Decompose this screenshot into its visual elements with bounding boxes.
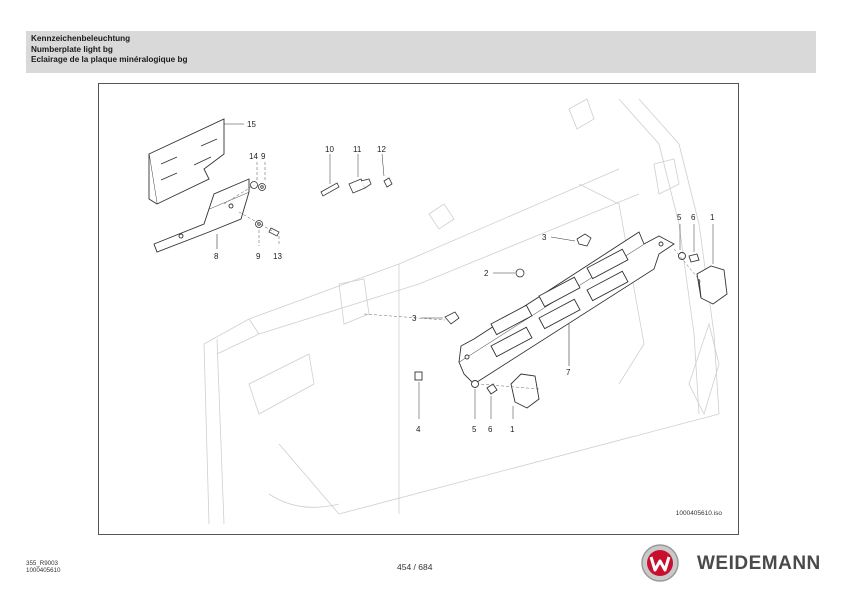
label-3-top: 3 xyxy=(542,233,547,242)
parts-illustration: 15 14 9 10 11 12 8 9 13 3 2 3 5 6 1 7 4 … xyxy=(148,98,728,525)
label-11: 11 xyxy=(353,145,362,154)
title-french: Eclairage de la plaque minéralogique bg xyxy=(31,55,188,64)
exploded-view-drawing: 15 14 9 10 11 12 8 9 13 3 2 3 5 6 1 7 4 … xyxy=(98,83,739,535)
label-15: 15 xyxy=(247,120,256,129)
label-8: 8 xyxy=(214,252,219,261)
label-6-bottom: 6 xyxy=(488,425,493,434)
brand-logo: WEIDEMANN xyxy=(640,543,820,583)
washer-nut-set xyxy=(250,181,280,237)
title-english: Numberplate light bg xyxy=(31,44,113,54)
label-13: 13 xyxy=(273,252,282,261)
label-5-right: 5 xyxy=(677,213,682,222)
bracket-8 xyxy=(153,178,250,253)
weidemann-logo-icon xyxy=(641,544,679,582)
clips-and-clamp xyxy=(444,233,592,325)
header-bar: Kennzeichenbeleuchtung Numberplate light… xyxy=(26,31,816,73)
lamp-right xyxy=(678,252,728,305)
footer-code: 355_R9003 1000405610 xyxy=(26,560,60,575)
label-5-bottom: 5 xyxy=(472,425,477,434)
mounting-plate-7 xyxy=(458,231,675,385)
part-number-labels: 15 14 9 10 11 12 8 9 13 3 2 3 5 6 1 7 4 … xyxy=(214,120,715,434)
label-2: 2 xyxy=(484,269,489,278)
page-number: 454 / 684 xyxy=(397,562,433,572)
label-7: 7 xyxy=(566,368,571,377)
label-14: 14 xyxy=(249,152,258,161)
machine-frame-outline xyxy=(203,98,720,525)
label-9-top: 9 xyxy=(261,152,266,161)
lamp-left xyxy=(414,371,540,409)
label-9-bottom: 9 xyxy=(256,252,261,261)
label-6-right: 6 xyxy=(691,213,696,222)
label-1-right: 1 xyxy=(710,213,715,222)
footer-code-line-1: 355_R9003 xyxy=(26,560,58,567)
label-3-bottom: 3 xyxy=(412,314,417,323)
connector-parts xyxy=(320,177,393,197)
title-german: Kennzeichenbeleuchtung xyxy=(31,34,131,43)
drawing-id: 1000405610.iso xyxy=(675,510,722,517)
label-4: 4 xyxy=(416,425,421,434)
bracket-15 xyxy=(148,118,225,205)
label-12: 12 xyxy=(377,145,386,154)
label-1-bottom: 1 xyxy=(510,425,515,434)
label-10: 10 xyxy=(325,145,334,154)
brand-name: WEIDEMANN xyxy=(697,553,821,574)
footer-code-line-2: 1000405610 xyxy=(26,567,61,575)
